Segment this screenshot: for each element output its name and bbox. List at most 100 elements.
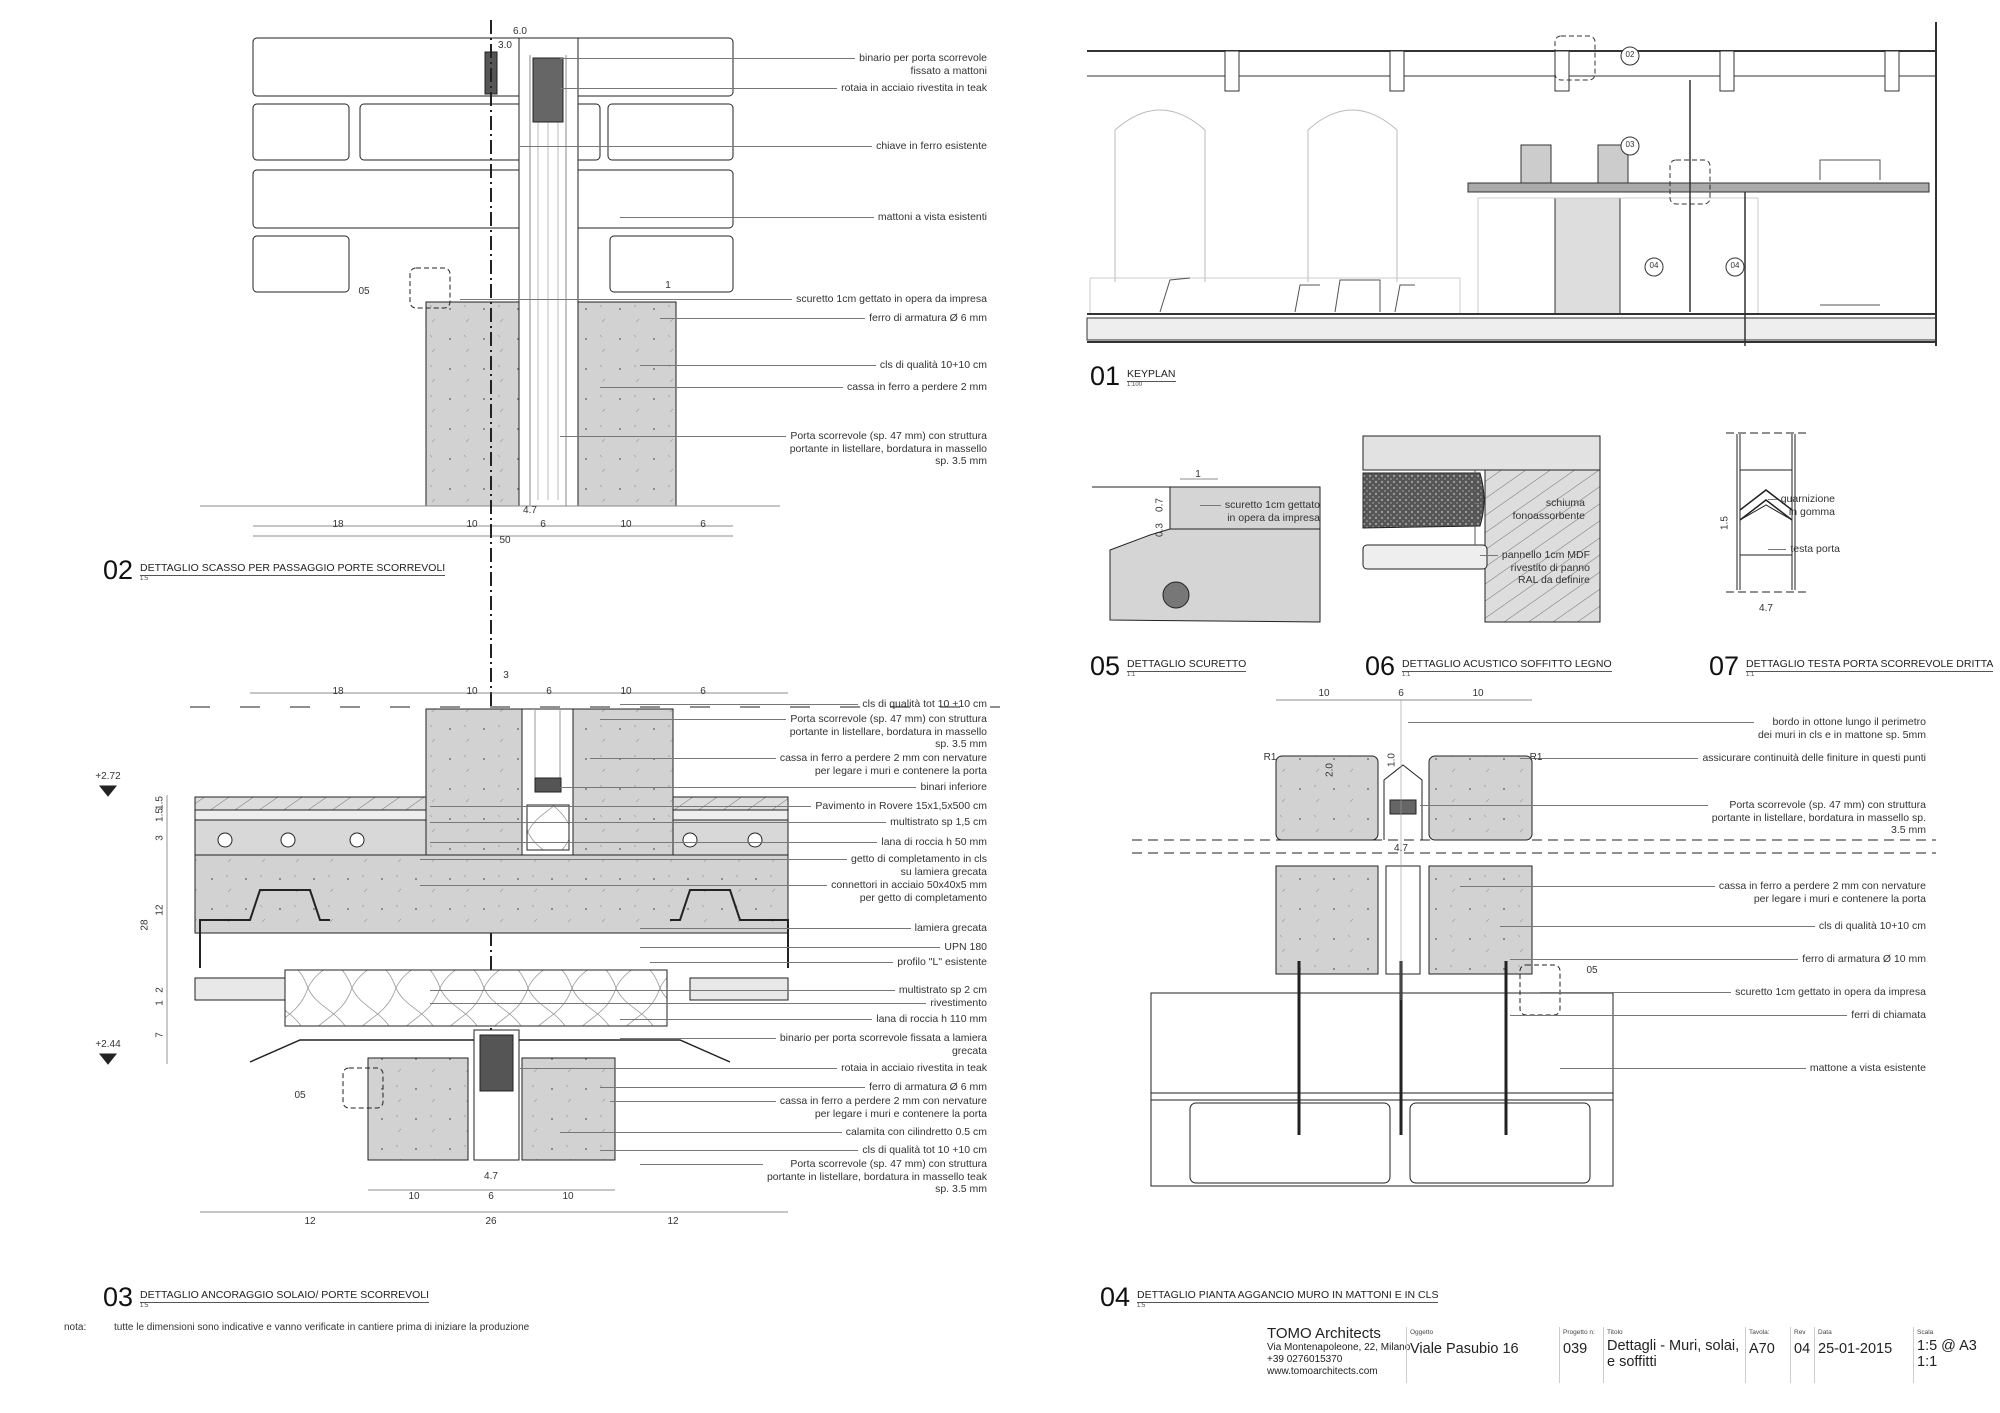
callout-text: getto di completamento in cls su lamiera… xyxy=(851,853,987,878)
callout-text: connettori in acciaio 50x40x5 mm per get… xyxy=(831,879,987,904)
callout-text: UPN 180 xyxy=(944,941,987,953)
callout-label: pannello 1cm MDF rivestito di panno RAL … xyxy=(1480,549,1590,587)
leader-line xyxy=(1768,499,1777,500)
callout-text: ferro di armatura Ø 6 mm xyxy=(869,1081,987,1093)
dimension-text: 0.7 xyxy=(1154,498,1166,512)
dimension-text: 4.7 xyxy=(484,1171,498,1182)
callout-label: lana di roccia h 110 mm xyxy=(620,1013,987,1026)
callout-text: ferro di armatura Ø 6 mm xyxy=(869,312,987,324)
callout-label: ferro di armatura Ø 6 mm xyxy=(660,312,987,325)
detail-07-drawing xyxy=(1726,432,1806,593)
callout-text: scuretto 1cm gettato in opera da impresa xyxy=(1735,986,1926,998)
dimension-text: 10 xyxy=(408,1191,420,1202)
detail-name: DETTAGLIO SCASSO PER PASSAGGIO PORTE SCO… xyxy=(140,562,446,576)
detail-number: 05 xyxy=(1090,651,1121,681)
dimension-text: 10 xyxy=(562,1191,574,1202)
detail-scale: 1:1 xyxy=(1127,672,1136,678)
rev-value: 04 xyxy=(1794,1341,1811,1357)
callout-label: cassa in ferro a perdere 2 mm con nervat… xyxy=(1460,880,1926,905)
leader-line xyxy=(660,318,866,319)
callout-text: lana di roccia h 50 mm xyxy=(881,836,987,848)
detail-name: KEYPLAN xyxy=(1127,368,1176,382)
callout-label: cls di qualità tot 10 +10 cm xyxy=(620,698,987,711)
leader-line xyxy=(430,822,887,823)
firm-name: TOMO Architects xyxy=(1267,1325,1381,1342)
titolo-label: Titolo xyxy=(1607,1329,1623,1336)
oggetto-label: Oggetto xyxy=(1410,1329,1434,1336)
scala-value: 1:5 @ A3 1:1 xyxy=(1917,1338,1977,1370)
callout-text: lana di roccia h 110 mm xyxy=(876,1013,987,1025)
dimension-text: 1 xyxy=(1195,469,1201,480)
tavola-label: Tavola: xyxy=(1749,1329,1770,1336)
leader-line xyxy=(1200,505,1221,506)
level-marker: +2.44 xyxy=(95,1039,121,1050)
dimension-text: 1.5 xyxy=(154,808,166,822)
dimension-text: 12 xyxy=(667,1216,679,1227)
callout-label: rotaia in acciaio rivestita in teak xyxy=(560,82,987,95)
callout-label: Porta scorrevole (sp. 47 mm) con struttu… xyxy=(1420,799,1926,837)
data-label: Data xyxy=(1818,1329,1832,1336)
callout-label: calamita con cilindretto 0.5 cm xyxy=(560,1126,987,1139)
keyplan-tag: 04 xyxy=(1730,261,1740,270)
callout-label: guarnizione in gomma xyxy=(1768,493,1835,518)
leader-line xyxy=(1460,886,1715,887)
callout-text: cassa in ferro a perdere 2 mm xyxy=(846,381,987,393)
leader-line xyxy=(620,704,859,705)
dimension-text: 18 xyxy=(332,519,344,530)
detail-name: DETTAGLIO ACUSTICO SOFFITTO LEGNO xyxy=(1402,658,1612,672)
detail-scale: 1:5 xyxy=(140,1303,149,1309)
callout-text: binari inferiore xyxy=(920,781,987,793)
dimension-text: 4.7 xyxy=(523,505,537,516)
callout-label: connettori in acciaio 50x40x5 mm per get… xyxy=(420,879,987,904)
dimension-text: 28 xyxy=(139,919,151,931)
dimension-text: 12 xyxy=(154,904,166,916)
titolo-value: Dettagli - Muri, solai, e soffitti xyxy=(1607,1338,1740,1370)
keyplan-figures xyxy=(1159,159,1881,313)
detail-name: DETTAGLIO ANCORAGGIO SOLAIO/ PORTE SCORR… xyxy=(140,1289,430,1303)
leader-line xyxy=(460,299,793,300)
dimension-text: 6 xyxy=(700,519,706,530)
leader-line xyxy=(560,787,917,788)
callout-text: calamita con cilindretto 0.5 cm xyxy=(845,1126,987,1138)
callout-text: cls di qualità tot 10 +10 cm xyxy=(862,1144,987,1156)
callout-text: scuretto 1cm gettato in opera da impresa xyxy=(1224,499,1320,524)
level-marker: +2.72 xyxy=(95,771,121,782)
dimension-text: 10 xyxy=(466,686,478,697)
keyplan-tag: 02 xyxy=(1625,50,1635,59)
dimension-text: 2 xyxy=(154,987,166,993)
detail-callout: 05 xyxy=(1586,965,1598,976)
progetto-value: 039 xyxy=(1563,1341,1588,1357)
callout-label: ferro di armatura Ø 10 mm xyxy=(1510,953,1926,966)
detail-number: 02 xyxy=(103,555,134,585)
callout-label: getto di completamento in cls su lamiera… xyxy=(420,853,987,878)
callout-text: rotaia in acciaio rivestita in teak xyxy=(841,1062,987,1074)
leader-line xyxy=(1540,992,1732,993)
callout-label: UPN 180 xyxy=(640,941,987,954)
callout-text: ferri di chiamata xyxy=(1851,1009,1926,1021)
leader-line xyxy=(430,990,895,991)
callout-text: mattone a vista esistente xyxy=(1809,1062,1926,1074)
dimension-text: 10 xyxy=(1472,688,1484,699)
callout-label: cls di qualità tot 10 +10 cm xyxy=(600,1144,987,1157)
detail-01-keyplan xyxy=(1086,22,1937,346)
dimension-text: 1.5 xyxy=(1719,516,1731,530)
callout-text: cassa in ferro a perdere 2 mm con nervat… xyxy=(779,752,987,777)
leader-line xyxy=(1420,805,1708,806)
dimension-text: 6 xyxy=(700,686,706,697)
dimension-text: 1.0 xyxy=(1386,753,1398,767)
dimension-text: 3 xyxy=(154,835,166,841)
callout-label: chiave in ferro esistente xyxy=(520,140,987,153)
leader-line xyxy=(420,859,847,860)
dimension-text: 3.0 xyxy=(498,40,512,51)
leader-line xyxy=(620,1038,776,1039)
callout-label: cassa in ferro a perdere 2 mm con nervat… xyxy=(610,1095,987,1120)
callout-text: binario per porta scorrevole fissato a m… xyxy=(859,52,987,77)
detail-04-drawing xyxy=(1132,699,1936,1187)
callout-label: lana di roccia h 50 mm xyxy=(430,836,987,849)
callout-text: ferro di armatura Ø 10 mm xyxy=(1802,953,1926,965)
callout-label: Porta scorrevole (sp. 47 mm) con struttu… xyxy=(640,1158,987,1196)
leader-line xyxy=(640,1164,763,1165)
